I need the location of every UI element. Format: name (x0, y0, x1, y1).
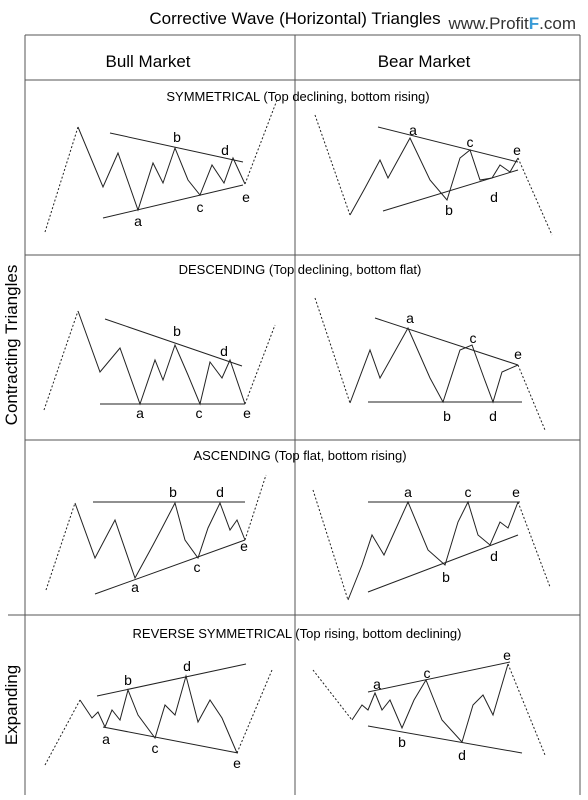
wave-label-c: c (194, 559, 201, 575)
wave-label-c: c (197, 199, 204, 215)
wave-label-a: a (409, 122, 417, 138)
wave-label-d: d (220, 343, 228, 359)
wave-label-a: a (406, 310, 414, 326)
watermark-prefix: www.Profit (447, 14, 529, 33)
wave-label-e: e (513, 142, 521, 158)
reverse-symmetrical-bear-pattern: a b c d e (312, 647, 546, 763)
expanding-label: Expanding (2, 665, 21, 745)
wave-label-a: a (373, 676, 381, 692)
symmetrical-heading: SYMMETRICAL (Top declining, bottom risin… (166, 89, 429, 104)
wave-label-e: e (514, 346, 522, 362)
symmetrical-bull-pattern: a b c d e (44, 99, 278, 233)
wave-label-b: b (398, 734, 406, 750)
wave-label-d: d (490, 548, 498, 564)
descending-bull-pattern: a b c d e (43, 310, 276, 421)
wave-label-c: c (465, 484, 472, 500)
wave-label-a: a (136, 405, 144, 421)
wave-label-b: b (173, 323, 181, 339)
grid-lines (8, 34, 581, 795)
wave-label-e: e (243, 405, 251, 421)
ascending-heading: ASCENDING (Top flat, bottom rising) (193, 448, 406, 463)
wave-label-b: b (443, 408, 451, 424)
contracting-triangles-label: Contracting Triangles (2, 265, 21, 426)
wave-label-b: b (169, 484, 177, 500)
wave-label-d: d (216, 484, 224, 500)
wave-label-c: c (470, 330, 477, 346)
reverse-symmetrical-heading: REVERSE SYMMETRICAL (Top rising, bottom … (133, 626, 462, 641)
watermark-suffix: .com (539, 14, 576, 33)
descending-bear-pattern: a b c d e (314, 297, 546, 431)
symmetrical-bear-pattern: a b c d e (314, 114, 553, 236)
watermark: www.ProfitF.com (447, 14, 576, 33)
wave-label-a: a (131, 579, 139, 595)
wave-label-c: c (196, 405, 203, 421)
wave-label-d: d (221, 142, 229, 158)
wave-label-a: a (102, 731, 110, 747)
wave-label-e: e (242, 189, 250, 205)
wave-label-e: e (240, 538, 248, 554)
bull-market-header: Bull Market (105, 52, 190, 71)
ascending-bull-pattern: a b c d e (45, 474, 267, 595)
wave-label-e: e (512, 484, 520, 500)
wave-label-d: d (489, 408, 497, 424)
ascending-bear-pattern: a b c d e (312, 484, 551, 601)
wave-label-d: d (183, 658, 191, 674)
wave-label-c: c (152, 740, 159, 756)
page-title: Corrective Wave (Horizontal) Triangles (149, 9, 440, 28)
wave-label-e: e (503, 647, 511, 663)
descending-heading: DESCENDING (Top declining, bottom flat) (179, 262, 422, 277)
wave-label-c: c (467, 134, 474, 150)
wave-label-c: c (424, 665, 431, 681)
wave-label-b: b (173, 129, 181, 145)
wave-label-a: a (404, 484, 412, 500)
wave-label-b: b (442, 569, 450, 585)
watermark-accent: F (529, 14, 539, 33)
wave-label-d: d (490, 189, 498, 205)
wave-label-d: d (458, 747, 466, 763)
wave-label-e: e (233, 755, 241, 771)
reverse-symmetrical-bull-pattern: a b c d e (44, 658, 273, 771)
bear-market-header: Bear Market (378, 52, 471, 71)
wave-label-b: b (124, 672, 132, 688)
wave-label-a: a (134, 213, 142, 229)
wave-label-b: b (445, 202, 453, 218)
